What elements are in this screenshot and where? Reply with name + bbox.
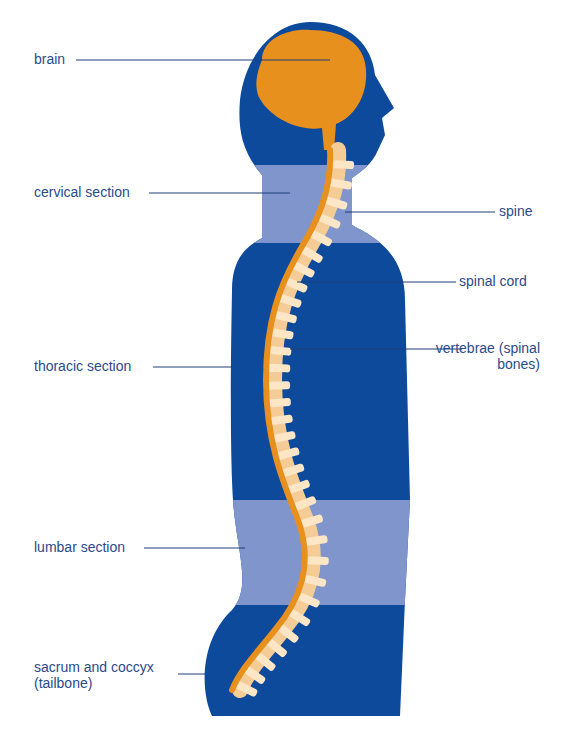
- vertebra: [330, 160, 354, 169]
- leader-line: [297, 282, 456, 283]
- leader-lines: [76, 60, 495, 674]
- part-label: cervical section: [34, 184, 130, 200]
- leader-line: [153, 367, 232, 368]
- leader-line: [149, 193, 290, 194]
- leader-line: [76, 60, 330, 61]
- brain-shape: [256, 30, 366, 150]
- body-silhouette: [205, 22, 410, 716]
- vertebra: [267, 398, 292, 408]
- part-label: thoracic section: [34, 358, 131, 374]
- vertebra: [305, 556, 329, 565]
- vertebra: [267, 346, 292, 356]
- part-label: spinal cord: [459, 273, 527, 289]
- part-label: spine: [499, 203, 532, 219]
- part-label: brain: [34, 51, 65, 67]
- vertebra: [266, 364, 290, 373]
- cervical-band: [0, 165, 576, 243]
- leader-line: [178, 674, 205, 675]
- vertebrae-group: [233, 160, 354, 697]
- part-label: vertebrae (spinal bones): [428, 340, 540, 372]
- part-label: lumbar section: [34, 539, 125, 555]
- vertebra: [266, 381, 290, 389]
- leader-line: [144, 548, 245, 549]
- part-label: sacrum and coccyx (tailbone): [34, 659, 174, 691]
- spinal-cord: [232, 150, 330, 690]
- leader-line: [345, 212, 495, 213]
- lumbar-band: [0, 500, 576, 605]
